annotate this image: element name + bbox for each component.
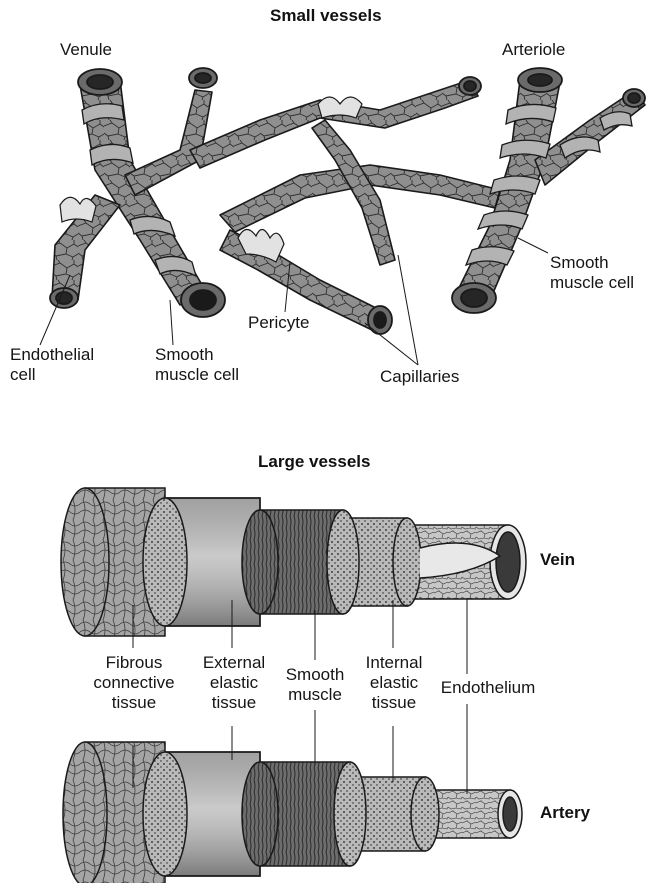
label-endothelium: Endothelium	[432, 678, 544, 698]
label-internal-elastic-tissue: Internal elastic tissue	[355, 653, 433, 713]
label-endothelial-cell: Endothelial cell	[10, 345, 94, 385]
label-artery: Artery	[540, 803, 590, 823]
label-external-elastic-tissue: External elastic tissue	[192, 653, 276, 713]
label-smooth-muscle-cell-right: Smooth muscle cell	[550, 253, 634, 293]
label-venule: Venule	[60, 40, 112, 60]
label-capillaries: Capillaries	[380, 367, 459, 387]
label-smooth-muscle: Smooth muscle	[279, 665, 351, 705]
small-vessels-heading: Small vessels	[270, 6, 382, 26]
label-arteriole: Arteriole	[502, 40, 565, 60]
large-vessels-heading: Large vessels	[258, 452, 370, 472]
vein-illustration	[61, 488, 526, 636]
label-fibrous-connective-tissue: Fibrous connective tissue	[82, 653, 186, 713]
label-pericyte: Pericyte	[248, 313, 309, 333]
label-vein: Vein	[540, 550, 575, 570]
label-smooth-muscle-cell-left: Smooth muscle cell	[155, 345, 239, 385]
artery-illustration	[63, 742, 522, 883]
